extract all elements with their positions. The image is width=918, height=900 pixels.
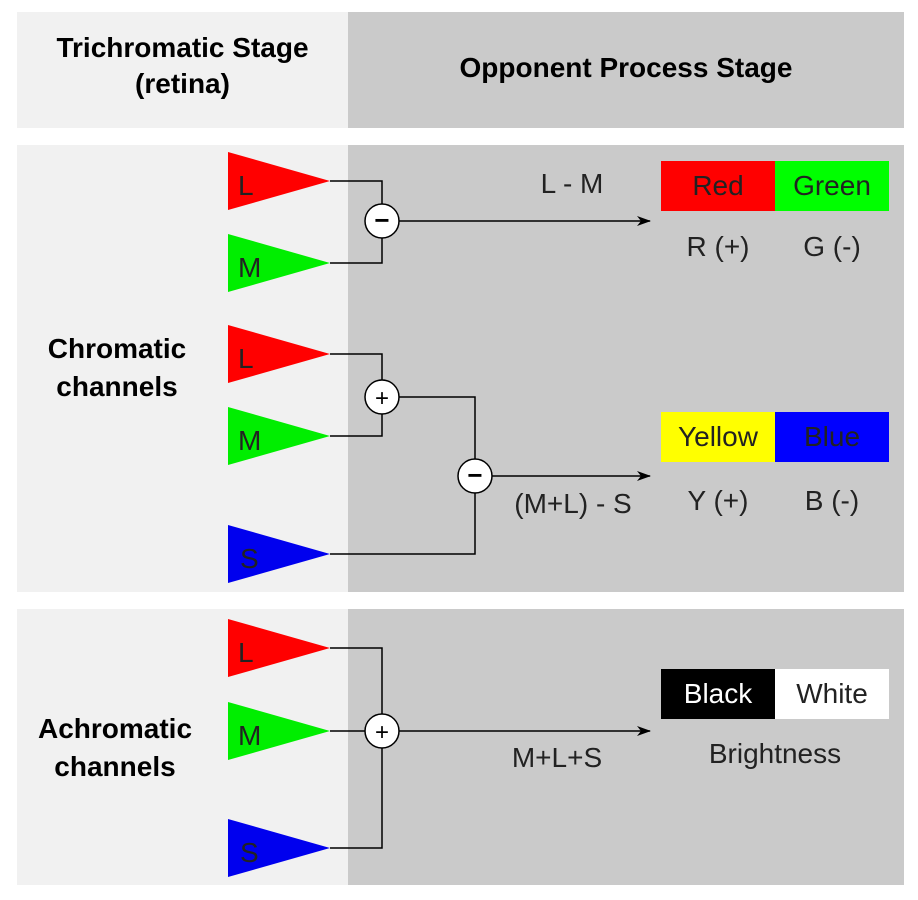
formula-L-minus-M: L - M	[541, 168, 604, 199]
red-swatch: Red	[661, 161, 775, 211]
red-positive-caption: R (+)	[686, 231, 750, 262]
header-left-panel	[17, 12, 348, 128]
header-right-panel	[348, 12, 904, 128]
wire-S1	[330, 493, 476, 555]
cone-L-2-label: L	[238, 343, 254, 374]
cone-S-1-label: S	[240, 543, 259, 574]
wire-M1	[330, 238, 383, 264]
minus-operator-1	[364, 203, 400, 239]
cone-M-1-label: M	[238, 252, 261, 283]
cone-M-3	[228, 702, 330, 760]
minus-operator-1-symbol: −	[374, 205, 389, 235]
formula-MLS: M+L+S	[512, 742, 602, 773]
cone-S-2	[228, 819, 330, 877]
blue-negative-caption: B (-)	[804, 485, 860, 516]
plus-operator-1-symbol: +	[375, 385, 389, 412]
minus-operator-2-symbol: −	[467, 460, 482, 490]
cone-M-2-label: M	[238, 425, 261, 456]
chromatic-right-panel	[348, 145, 904, 592]
cone-S-1	[228, 525, 330, 583]
cone-S-2-label: S	[240, 837, 259, 868]
wire-L2	[330, 353, 383, 380]
wire-L3	[330, 647, 383, 714]
cone-M-3-label: M	[238, 720, 261, 751]
cone-M-2	[228, 407, 330, 465]
cone-L-1	[228, 152, 330, 210]
cone-L-1-label: L	[238, 170, 254, 201]
yellow-positive-caption: Y (+)	[687, 485, 749, 516]
yellow-swatch: Yellow	[661, 412, 775, 462]
black-swatch: Black	[661, 669, 775, 719]
plus-operator-2	[364, 713, 400, 749]
cone-L-3	[228, 619, 330, 677]
white-swatch: White	[775, 669, 889, 719]
wire-M2	[330, 414, 383, 437]
trichromatic-stage-title: Trichromatic Stage (retina)	[56, 32, 309, 99]
formula-ML-minus-S: (M+L) - S	[514, 488, 631, 519]
cone-M-1	[228, 234, 330, 292]
plus-operator-1	[364, 379, 400, 415]
achromatic-channels-label: Achromatic channels	[37, 713, 193, 782]
wire-S2	[330, 748, 383, 849]
wire-L1	[330, 180, 383, 204]
green-negative-caption: G (-)	[803, 231, 861, 262]
cone-L-2	[228, 325, 330, 383]
brightness-caption: Brightness	[708, 738, 842, 769]
opponent-process-stage-title: Opponent Process Stage	[459, 52, 793, 83]
chromatic-left-panel	[17, 145, 348, 592]
minus-operator-2	[457, 458, 493, 494]
plus-operator-2-symbol: +	[375, 719, 389, 746]
cone-L-3-label: L	[238, 637, 254, 668]
wire-plus-to-minus	[399, 396, 476, 459]
chromatic-channels-label: Chromatic channels	[47, 333, 187, 402]
green-swatch: Green	[775, 161, 889, 211]
achromatic-right-panel	[348, 609, 904, 885]
blue-swatch: Blue	[775, 412, 889, 462]
